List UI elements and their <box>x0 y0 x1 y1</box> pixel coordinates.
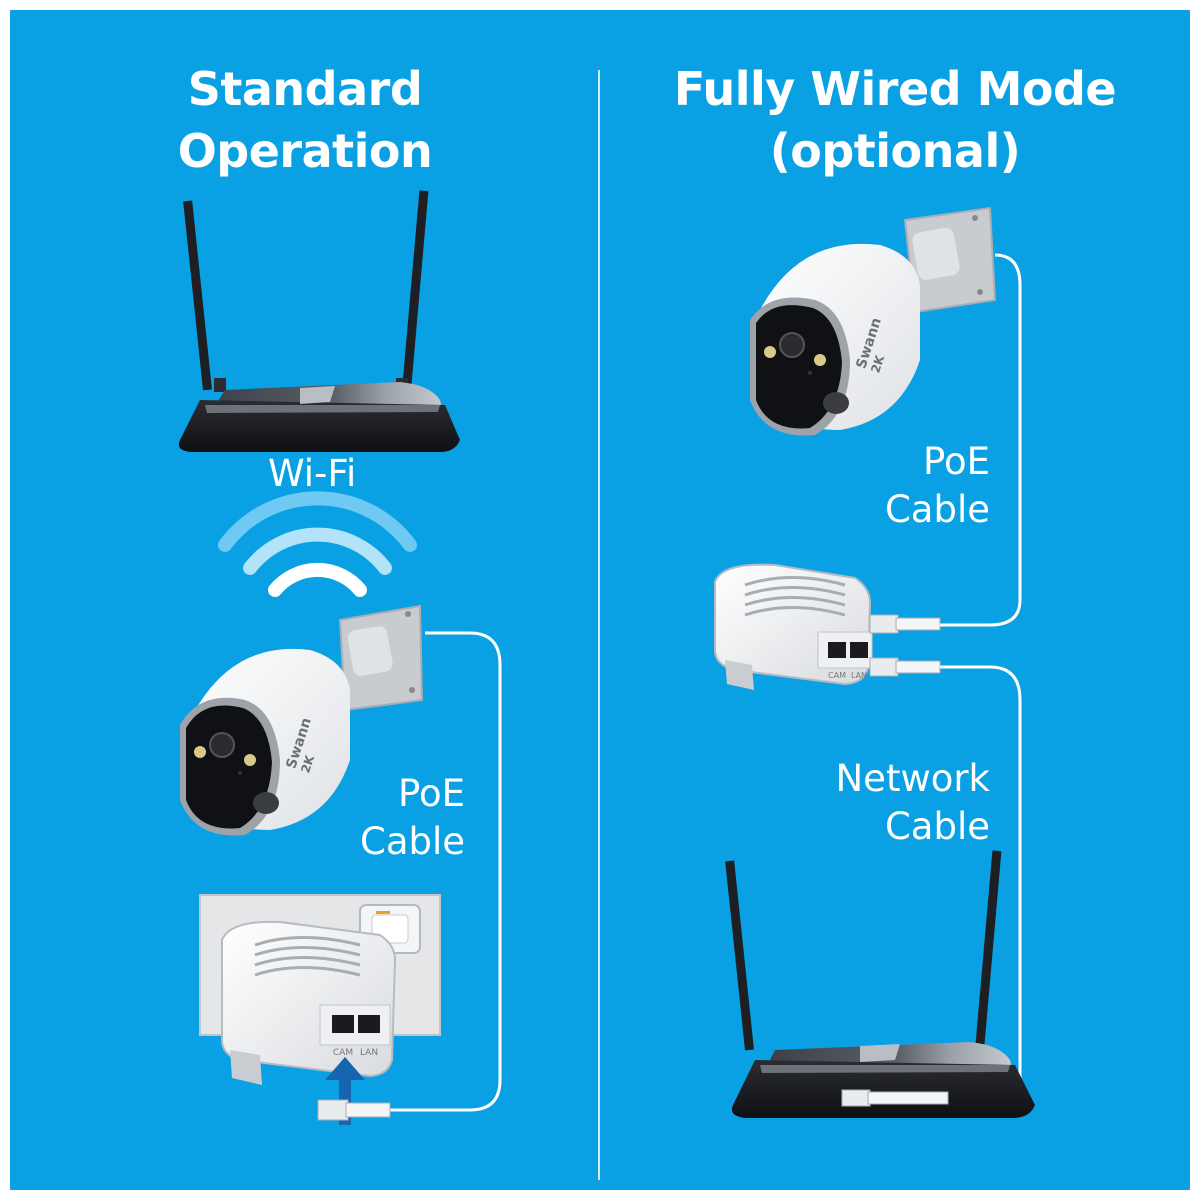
rj45-plug-icon <box>317 1099 391 1121</box>
heading-standard-operation: Standard Operation <box>140 58 470 182</box>
poe-label-line-1: PoE <box>397 772 465 815</box>
rj45-plug-icon-router <box>841 1089 949 1107</box>
port-label-lan-left: LAN <box>360 1048 378 1058</box>
poe-injector-icon <box>221 920 397 1085</box>
heading-line-1-right: Fully Wired Mode <box>673 62 1117 116</box>
poe-right-line-2: Cable <box>884 488 990 531</box>
heading-line-2-right: (optional) <box>769 124 1021 178</box>
router-icon <box>178 190 460 452</box>
camera-badge-left: 2K <box>298 753 317 775</box>
panel-divider <box>598 70 600 1180</box>
rj45-plug-icon-right-top <box>869 614 941 634</box>
router-icon-right <box>725 850 1035 1118</box>
poe-label-line-2: Cable <box>360 820 466 863</box>
camera-icon-right <box>750 206 997 436</box>
heading-line-2: Operation <box>177 124 433 178</box>
wifi-label: Wi-Fi <box>268 452 357 495</box>
heading-fully-wired-mode: Fully Wired Mode (optional) <box>660 58 1130 182</box>
heading-line-1: Standard <box>187 62 423 116</box>
port-label-lan-right: LAN <box>851 671 867 680</box>
rj45-plug-icon-right-bottom <box>869 657 941 677</box>
camera-badge-right: 2K <box>868 353 887 375</box>
network-cable-label: Network Cable <box>820 755 991 851</box>
left-poe-cable <box>390 631 502 1112</box>
port-label-cam-left: CAM <box>333 1048 353 1058</box>
wifi-icon <box>218 491 417 597</box>
right-poe-cable <box>940 253 1022 627</box>
network-line-2: Cable <box>884 805 990 848</box>
network-line-1: Network <box>835 757 991 800</box>
poe-right-line-1: PoE <box>922 440 990 483</box>
poe-cable-label-left: PoE Cable <box>360 770 465 866</box>
camera-icon <box>180 604 424 836</box>
port-label-cam-right: CAM <box>828 671 846 680</box>
poe-cable-label-right: PoE Cable <box>880 438 990 534</box>
poe-injector-icon-right <box>714 563 873 690</box>
